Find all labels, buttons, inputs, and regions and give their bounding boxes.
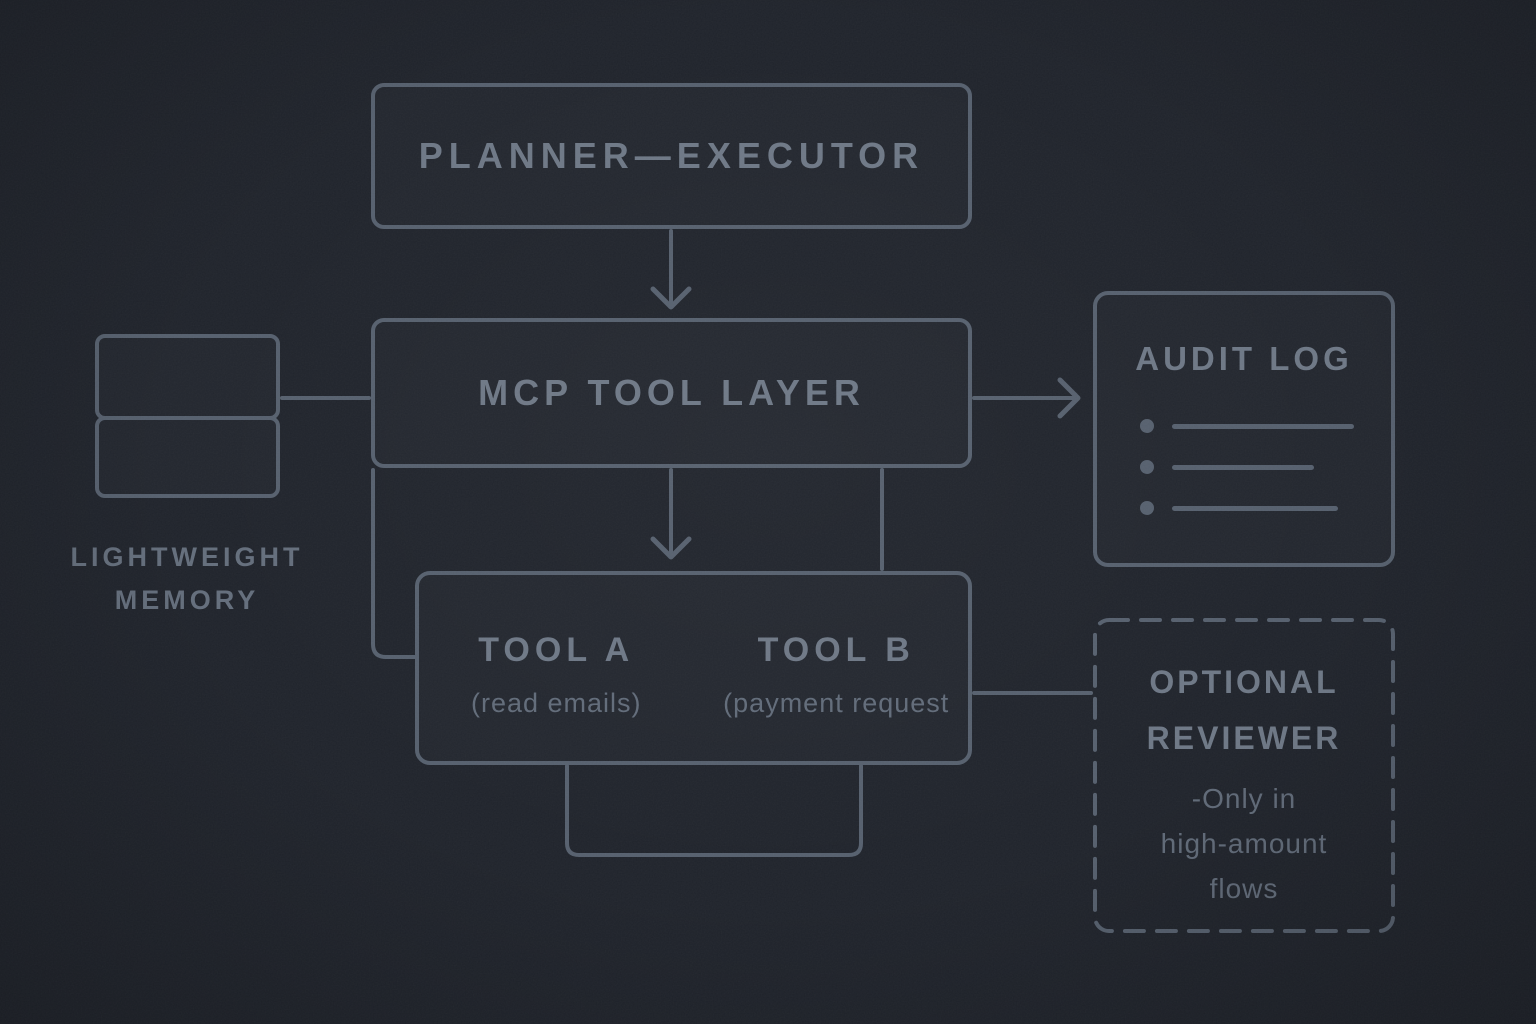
bullet-dot-icon: [1140, 419, 1154, 433]
audit-entry-line: [1172, 465, 1314, 470]
optional-reviewer-title: OPTIONAL REVIEWER: [1093, 654, 1395, 766]
planner-executor-title: PLANNER—EXECUTOR: [418, 135, 925, 176]
optional-reviewer-note: -Only in high-amount flows: [1093, 776, 1395, 911]
optional-reviewer-note-line: -Only in: [1191, 783, 1297, 814]
tools-sub-box: [565, 764, 863, 857]
audit-log-node: AUDIT LOG: [1093, 291, 1395, 567]
connector-mcp-left-elbow: [371, 468, 417, 659]
tool-b-subtitle: (payment request: [723, 688, 950, 718]
memory-label-line: LIGHTWEIGHT: [70, 542, 304, 572]
bullet-dot-icon: [1140, 460, 1154, 474]
optional-reviewer-title-line: OPTIONAL: [1149, 664, 1339, 700]
memory-label: LIGHTWEIGHT MEMORY: [37, 536, 337, 622]
audit-entry: [1097, 459, 1391, 475]
optional-reviewer-node: OPTIONAL REVIEWER -Only in high-amount f…: [1093, 618, 1395, 933]
tool-a-subtitle: (read emails): [470, 688, 642, 718]
planner-executor-node: PLANNER—EXECUTOR: [371, 83, 972, 229]
tools-node: TOOL A (read emails) TOOL B (payment req…: [415, 571, 972, 765]
bullet-dot-icon: [1140, 501, 1154, 515]
audit-entry-line: [1172, 424, 1354, 429]
memory-label-line: MEMORY: [114, 585, 260, 615]
memory-stack-icon: [95, 334, 280, 498]
optional-reviewer-note-line: flows: [1209, 873, 1279, 904]
tool-a-title: TOOL A: [478, 631, 635, 669]
audit-entry: [1097, 500, 1391, 516]
tool-a: TOOL A (read emails): [419, 575, 694, 761]
tool-b-title: TOOL B: [757, 631, 915, 669]
mcp-tool-layer-node: MCP TOOL LAYER: [371, 318, 972, 468]
audit-entry-line: [1172, 506, 1338, 511]
memory-slab: [95, 416, 280, 498]
audit-log-title: AUDIT LOG: [1135, 340, 1353, 377]
audit-entry: [1097, 418, 1391, 434]
optional-reviewer-note-line: high-amount: [1160, 828, 1328, 859]
optional-reviewer-title-line: REVIEWER: [1146, 720, 1342, 756]
memory-slab: [95, 334, 280, 420]
mcp-tool-layer-title: MCP TOOL LAYER: [478, 372, 865, 413]
tool-b: TOOL B (payment request: [704, 575, 968, 761]
